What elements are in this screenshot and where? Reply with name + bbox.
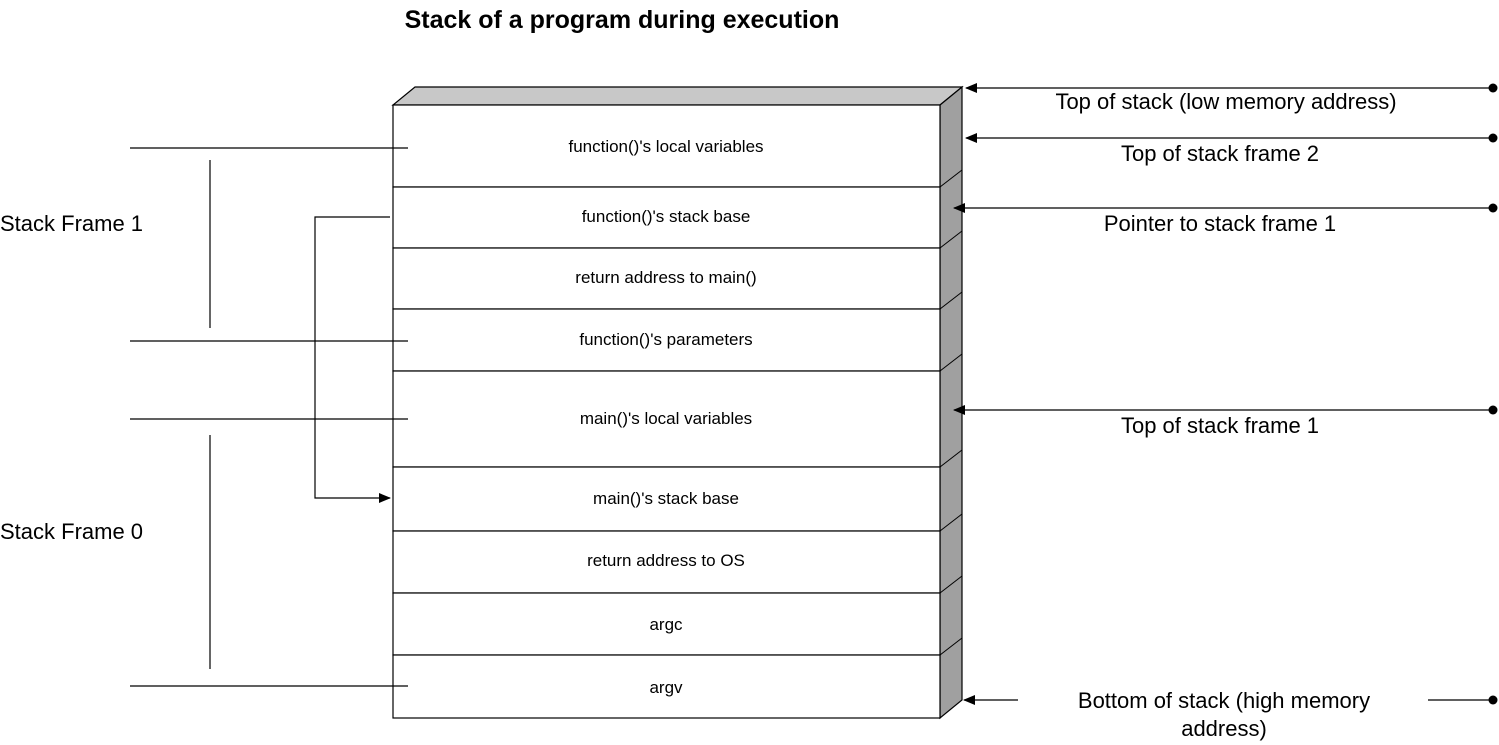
stack-cell: main()'s local variables (392, 370, 941, 468)
pointer-top-of-stack: Top of stack (low memory address) (965, 83, 1498, 114)
diagram-title: Stack of a program during execution (405, 6, 840, 34)
stack-cell: function()'s parameters (392, 308, 941, 372)
stack-cell: return address to main() (392, 247, 941, 310)
stack-cell: argc (392, 592, 941, 656)
stack-box-side-face (939, 85, 963, 720)
stack-cell-label: main()'s stack base (593, 489, 739, 508)
pointer-label: Top of stack frame 1 (1121, 413, 1319, 438)
stack-cell-label: function()'s local variables (568, 137, 763, 156)
stack-cell-label: function()'s parameters (579, 330, 752, 349)
stack-box-side-dividers (939, 169, 963, 656)
stack-frame-1-label: Stack Frame 1 (0, 211, 143, 236)
saved-base-pointer-arrow (314, 216, 391, 503)
pointer-top-of-stack-frame-1: Top of stack frame 1 (953, 405, 1498, 438)
pointer-bottom-of-stack: Bottom of stack (high memory address) (963, 688, 1498, 741)
pointer-label: Top of stack (low memory address) (1055, 89, 1396, 114)
pointer-label: Pointer to stack frame 1 (1104, 211, 1336, 236)
pointer-label: address) (1181, 716, 1267, 741)
stack-cell: function()'s stack base (392, 186, 941, 249)
stack-cell-label: function()'s stack base (582, 207, 751, 226)
pointer-top-of-stack-frame-2: Top of stack frame 2 (965, 133, 1498, 166)
stack-cell-label: main()'s local variables (580, 409, 752, 428)
stack-cell-label: argc (649, 615, 683, 634)
stack-box-top-face (391, 86, 964, 106)
stack-cell-label: argv (649, 678, 683, 697)
stack-frame-0-label: Stack Frame 0 (0, 519, 143, 544)
frame-boundary-lines (130, 147, 408, 687)
stack-cell: function()'s local variables (392, 104, 941, 188)
stack-cell-label: return address to main() (575, 268, 756, 287)
pointer-label: Bottom of stack (high memory (1078, 688, 1370, 713)
stack-cell-label: return address to OS (587, 551, 745, 570)
stack-cell: return address to OS (392, 530, 941, 594)
pointer-label: Top of stack frame 2 (1121, 141, 1319, 166)
stack-cell: argv (392, 654, 941, 719)
pointer-to-stack-frame-1: Pointer to stack frame 1 (953, 203, 1498, 236)
stack-cell: main()'s stack base (392, 466, 941, 532)
